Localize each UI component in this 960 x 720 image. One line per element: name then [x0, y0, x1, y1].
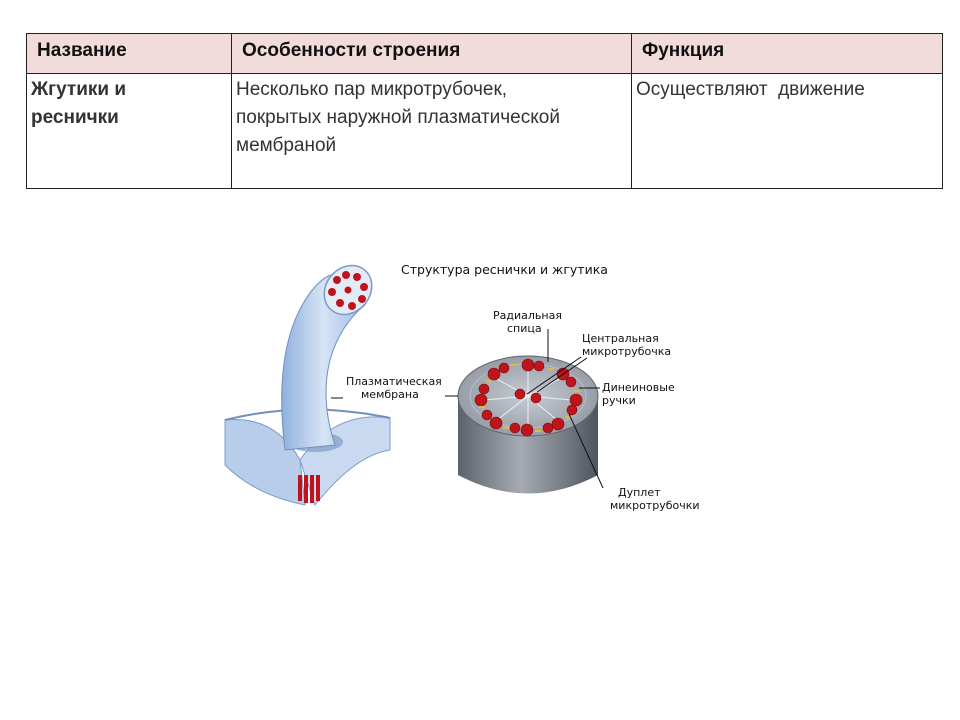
- cell-name-line: Жгутики и: [31, 79, 127, 100]
- cilium-side-view: [224, 264, 391, 507]
- label-line: ручки: [602, 394, 636, 407]
- label-line: микротрубочка: [582, 345, 672, 358]
- cell-structure-line: Несколько пар микротрубочек,: [236, 79, 508, 100]
- cell-name: Жгутики и реснички: [26, 73, 232, 189]
- label-central-microtubule: Центральная микротрубочка: [582, 332, 671, 358]
- label-line: микротрубочки: [610, 499, 700, 512]
- cell-structure-line: покрытых наружной плазматической: [236, 107, 560, 128]
- label-line: Плазматическая: [346, 375, 442, 388]
- label-line: Дуплет: [618, 486, 661, 499]
- label-line: спица: [507, 322, 542, 335]
- label-line: Радиальная: [493, 309, 562, 322]
- cilium-illustration: [224, 264, 604, 507]
- figure-title: Структура реснички и жгутика: [401, 262, 608, 277]
- cell-structure-line: мембраной: [236, 135, 337, 156]
- structure-table: Название Особенности строения Функция Жг…: [26, 33, 943, 189]
- table-header-row: Название Особенности строения Функция: [26, 33, 943, 74]
- header-function: Функция: [631, 33, 943, 74]
- label-line: мембрана: [361, 388, 419, 401]
- cilium-cross-section: [445, 329, 604, 494]
- cell-function: Осуществляют движение: [631, 73, 943, 189]
- header-structure: Особенности строения: [231, 33, 632, 74]
- label-line: Динеиновые: [602, 381, 675, 394]
- cell-name-line: реснички: [31, 107, 119, 128]
- label-plasma-membrane: Плазматическая мембрана: [346, 375, 442, 401]
- table-row: Жгутики и реснички Несколько пар микротр…: [26, 73, 943, 189]
- label-dynein-arms: Динеиновые ручки: [602, 381, 675, 407]
- label-line: Центральная: [582, 332, 659, 345]
- label-microtubule-doublet: Дуплет микротрубочки: [610, 486, 700, 512]
- label-radial-spoke: Радиальная спица: [493, 309, 562, 335]
- header-name: Название: [26, 33, 232, 74]
- cilium-structure-figure: Структура реснички и жгутика Плазматичес…: [215, 250, 735, 525]
- cell-structure: Несколько пар микротрубочек, покрытых на…: [231, 73, 632, 189]
